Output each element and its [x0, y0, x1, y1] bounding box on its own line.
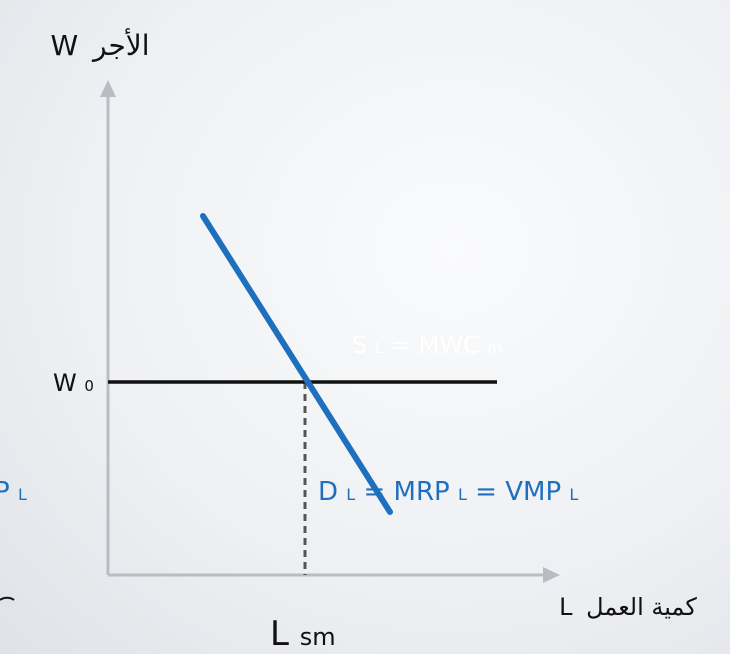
wage-level-label: W 0 — [53, 369, 94, 397]
x-axis-title: L كمية العمل — [559, 593, 697, 621]
supply-label-sub-l: L — [375, 339, 384, 357]
demand-label-mrp: = MRP — [363, 477, 458, 507]
y-axis-title: W الأجر — [50, 27, 149, 62]
demand-label-sub-l3: L — [569, 485, 578, 504]
clipped-left-label-main: P — [0, 477, 18, 507]
wage-level-label-main: W — [53, 369, 77, 397]
clipped-left-label: P L — [0, 477, 27, 507]
demand-label-sub-l1: L — [346, 485, 355, 504]
clipped-glyph-fragment — [0, 596, 15, 601]
demand-curve-label: D L = MRP L = VMP L — [318, 477, 578, 507]
x-axis-title-text: كمية العمل — [586, 593, 697, 621]
demand-label-d: D — [318, 477, 338, 507]
clipped-left-label-sub: L — [18, 485, 27, 504]
labor-quantity-label-sub: sm — [300, 623, 336, 651]
supply-label-mwc: = MWC — [391, 331, 488, 359]
x-axis-arrowhead — [543, 567, 560, 583]
demand-label-vmp: = VMP — [475, 477, 569, 507]
supply-curve-label: S L = MWC m — [352, 331, 502, 359]
wage-level-label-sub: 0 — [84, 377, 94, 395]
y-axis-title-text: الأجر — [91, 27, 150, 62]
demand-curve-line — [200, 213, 393, 515]
y-axis-title-symbol: W — [50, 29, 78, 62]
supply-label-s: S — [352, 331, 367, 359]
y-axis-arrowhead — [100, 80, 116, 97]
labor-quantity-label-main: L — [270, 614, 289, 654]
supply-label-sub-m: m — [487, 339, 502, 357]
labor-quantity-label: L sm — [270, 614, 336, 654]
x-axis-title-symbol: L — [559, 593, 573, 621]
demand-label-sub-l2: L — [458, 485, 467, 504]
